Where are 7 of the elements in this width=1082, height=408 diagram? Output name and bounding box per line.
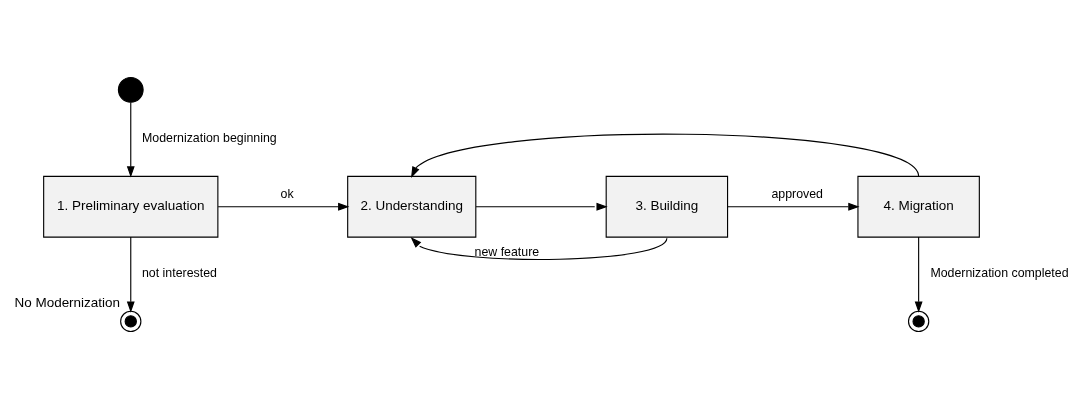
node-label: No Modernization bbox=[14, 294, 121, 310]
edge-label: new feature bbox=[474, 244, 540, 259]
edge-label: approved bbox=[771, 186, 823, 201]
edge-label: Modernization completed bbox=[930, 265, 1069, 280]
edge-label: not interested bbox=[142, 265, 217, 280]
edge-label: ok bbox=[280, 186, 294, 201]
edge-label: Modernization beginning bbox=[142, 130, 277, 145]
